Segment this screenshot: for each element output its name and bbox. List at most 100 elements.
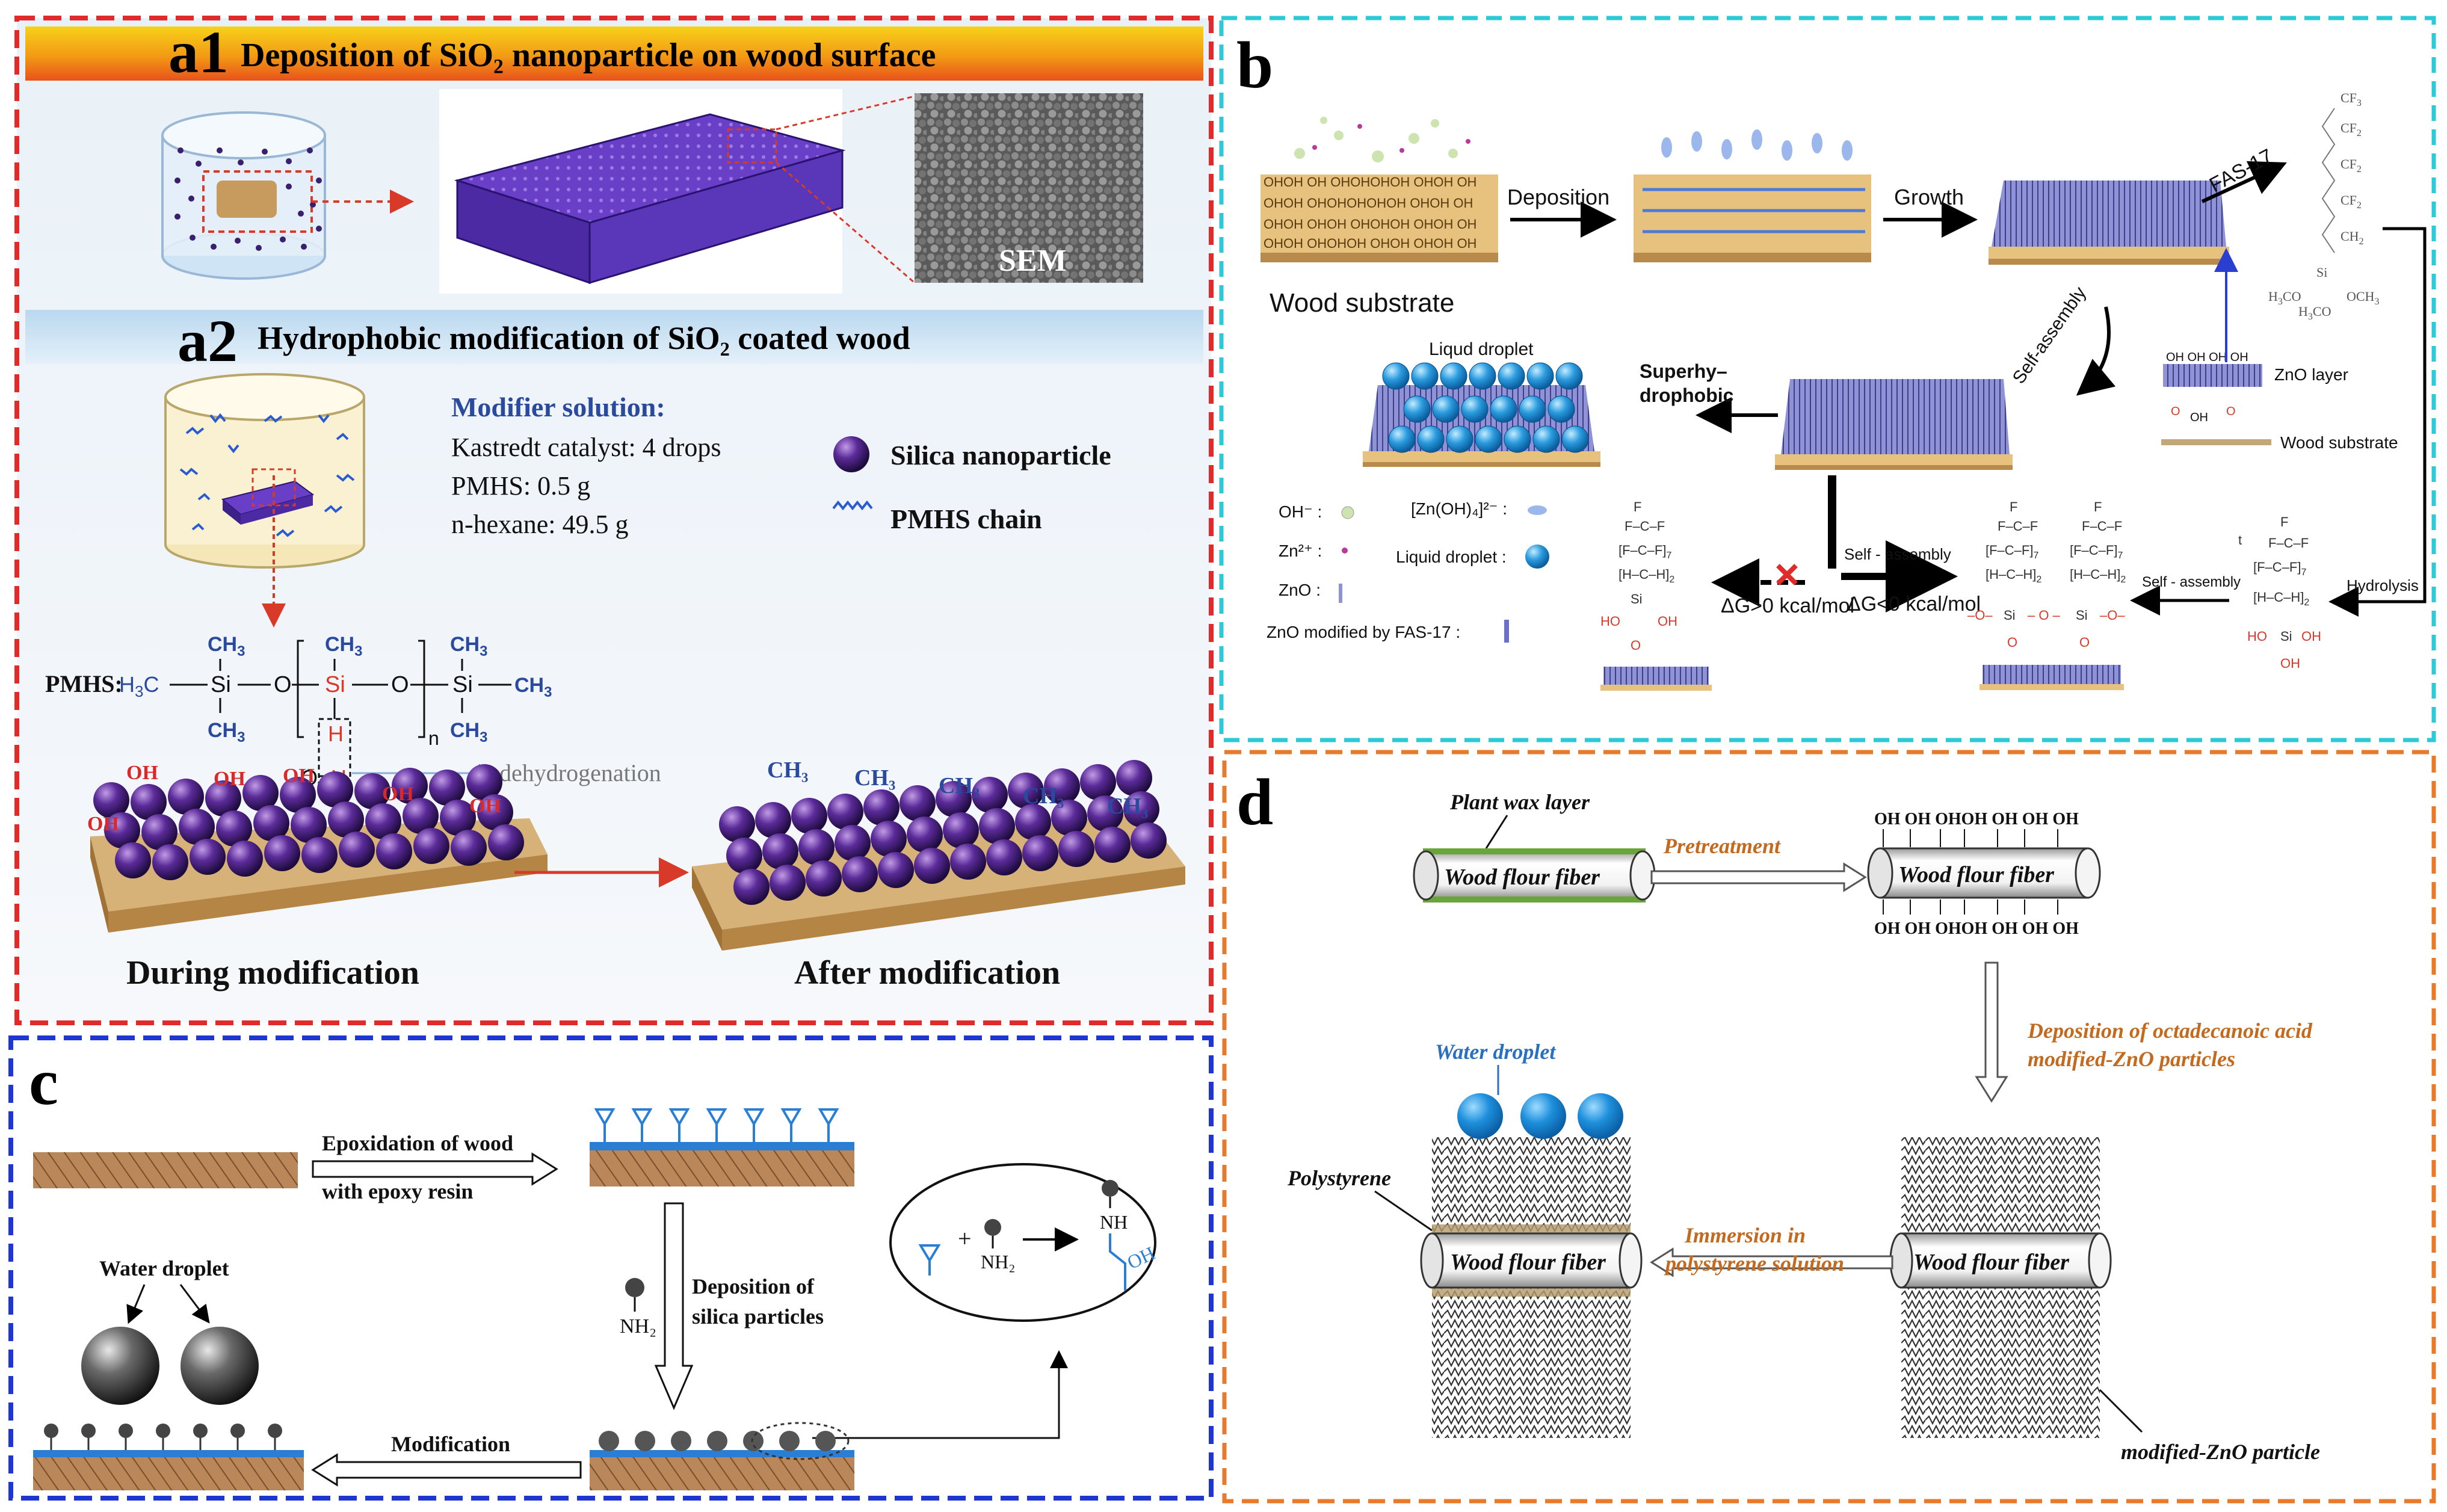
modifier-title: Modifier solution: [451,392,665,422]
silica-particle [979,808,1015,844]
liquid-droplet [1432,395,1460,423]
b-substrate-4 [1775,379,2013,470]
silica-particle [131,784,167,820]
d-fiber-4-label: Wood flour fiber [1913,1250,2070,1275]
svg-text:F: F [2010,499,2017,514]
silica-particle [1087,795,1123,832]
d-hairy-fiber-left [1420,1137,1643,1438]
liquid-droplet [1382,362,1410,390]
c-water-droplet-1 [81,1327,159,1405]
silica-particle [719,806,755,842]
silica-particle [413,828,449,864]
liquid-droplet [1417,425,1445,453]
surface-bead [81,1424,96,1438]
c-reaction-nh: NH [1100,1211,1128,1233]
svg-text:Si: Si [452,672,473,697]
svg-text:F: F [2280,514,2288,529]
d-down-arrow [1975,961,2008,1103]
svg-text:OCH3: OCH3 [2347,289,2379,307]
liquid-droplet [1498,362,1525,390]
water-droplet [1457,1093,1503,1139]
silica-particle [842,856,878,892]
silica-particle [798,829,835,865]
b-self-assembly-2-label: Self - assembly [1844,545,1951,563]
liquid-droplet [1461,395,1489,423]
b-dg-positive-label: ΔG>0 kcal/mol [1721,594,1854,617]
a1-sem-label: SEM [999,244,1067,278]
surface-bead [193,1424,208,1438]
silica-particle [477,794,513,830]
a1-coated-block [439,89,846,294]
silica-particle [216,810,252,847]
b-deposition-label: Deposition [1507,185,1609,209]
liquid-droplet [1490,395,1517,423]
svg-text:[H–C–H]2: [H–C–H]2 [1986,567,2041,585]
svg-text:OH: OH [2301,629,2321,644]
surface-bead [268,1424,282,1438]
b-superhydrophobic-label: Superhy–drophobic [1640,360,1733,406]
b-substrate-1: OHOH OH OHOHOHOH OHOH OH OHOH OHOHOHOHOH… [1261,117,1498,262]
silica-particle [403,798,439,834]
b-structure-middle: FF–C–F[F–C–F]7[H–C–H]2 FF–C–F[F–C–F]7[H–… [1967,499,2126,690]
silica-particle [936,781,972,817]
silica-particle [291,807,327,843]
epoxy-group [818,1108,839,1126]
silica-particle [339,832,375,868]
b-wood-substrate-label: Wood substrate [1270,288,1454,318]
liquid-droplet [1440,362,1467,390]
svg-text:[F–C–F]7: [F–C–F]7 [2070,543,2123,561]
panel-c-border [8,1035,1214,1501]
legend-silica-label: Silica nanoparticle [890,440,1111,471]
oh-label: OH [214,768,245,790]
liquid-droplet [1519,395,1546,423]
silica-particle [179,809,215,845]
silica-particle [726,838,762,874]
d-fiber-2 [1867,829,2101,915]
surface-bead [156,1424,170,1438]
dehydrogenation-label: dehydrogenation [499,759,661,786]
svg-text:Si: Si [211,672,231,697]
liquid-droplet [1548,395,1575,423]
c-amine-dot [625,1278,644,1297]
b-self-assembly-arrow [2076,306,2116,396]
d-deposition-line-1: Deposition of octadecanoic acid [2027,1019,2313,1043]
silica-particle [242,775,279,811]
svg-text:Si: Si [2316,265,2327,280]
d-modified-zno-label: modified-ZnO particle [2121,1440,2320,1464]
during-oh-labels: OH OH OH OH OH OH [87,762,501,835]
silica-particle [440,800,476,836]
a1-banner [25,26,1203,81]
svg-text:OHOH OHOH OHOHOH OHOH OH: OHOH OHOH OHOHOH OHOH OH [1264,217,1477,232]
svg-text:[H–C–H]2: [H–C–H]2 [2070,567,2126,585]
svg-text:[F–C–F]7: [F–C–F]7 [2253,560,2306,578]
svg-text:[F–C–F]7: [F–C–F]7 [1618,543,1671,561]
svg-text:OHOH OHOHOH OHOH OHOH OH: OHOH OHOHOH OHOH OHOH OH [1264,236,1477,251]
silica-particle [190,839,226,875]
svg-text:+: + [958,1225,972,1252]
svg-text:OH: OH [2190,411,2208,424]
svg-text:O: O [1631,638,1641,653]
svg-text:HO: HO [1600,614,1620,629]
d-polystyrene-pointer [1374,1190,1433,1232]
liquid-droplet [1561,425,1589,453]
liquid-droplet [1504,425,1531,453]
pmhs-label: PMHS: [45,670,123,697]
svg-text:O: O [2007,635,2017,650]
silica-particle [907,816,943,853]
svg-text:Si: Si [325,672,345,697]
svg-text:OH: OH [2280,656,2300,671]
silica-particle [1058,831,1094,867]
silica-particle [205,780,241,816]
liquid-droplet [1446,425,1473,453]
modifier-line-1: Kastredt catalyst: 4 drops [451,433,721,462]
c-final-wood [33,1327,304,1490]
svg-text:Si: Si [2076,608,2088,623]
surface-bead [119,1424,133,1438]
silica-particle [227,841,263,877]
silica-particle [1123,791,1159,827]
c-epoxy-wood [590,1108,854,1186]
svg-text:O: O [391,672,409,697]
svg-text:H3CO: H3CO [2298,304,2331,322]
pmhs-formula: PMHS: H3C Si CH3 CH3 O Si CH3 H O n Si [45,633,552,798]
